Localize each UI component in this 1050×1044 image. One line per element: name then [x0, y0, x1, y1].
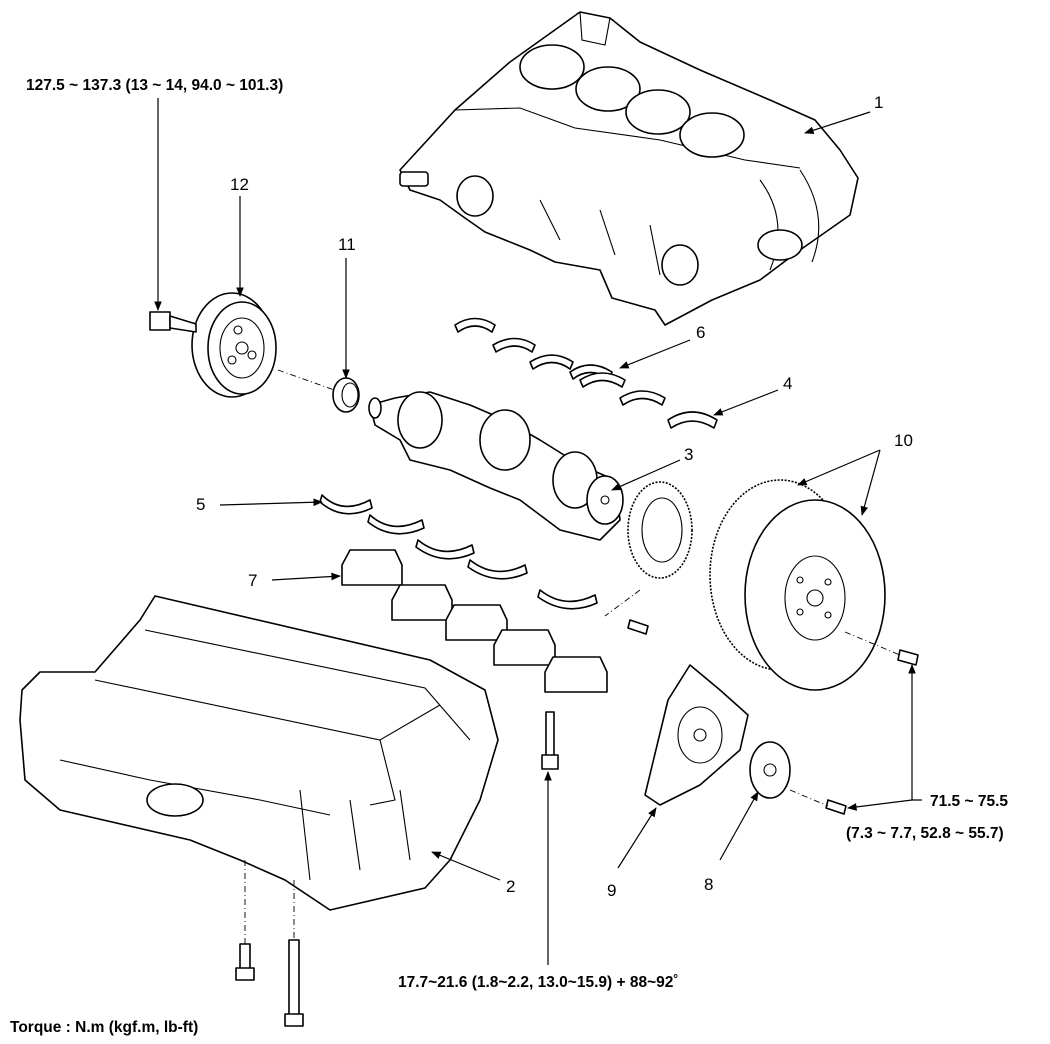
torque-units-note: Torque : N.m (kgf.m, lb-ft) — [10, 1019, 198, 1036]
adapter-plate — [749, 741, 791, 799]
ring-gear-bolt — [627, 619, 649, 635]
drive-ring-gear — [627, 481, 693, 579]
callout-10: 10 — [894, 431, 913, 450]
callout-2: 2 — [506, 877, 515, 896]
cylinder-block — [399, 11, 859, 326]
callout-5: 5 — [196, 495, 205, 514]
torque-flywheel-bolt-line1: 71.5 ~ 75.5 — [930, 793, 1008, 810]
crankshaft-sprocket — [332, 377, 360, 413]
crankshaft — [368, 391, 624, 541]
cylinder-bore-2 — [575, 66, 641, 112]
ladder-frame-bolts — [235, 939, 304, 1027]
callout-1: 1 — [874, 93, 883, 112]
callout-11: 11 — [338, 235, 356, 254]
cylinder-bore-1 — [519, 44, 585, 90]
crankshaft-pulley — [191, 292, 277, 398]
upper-main-bearings — [454, 317, 666, 406]
crankshaft-flange — [586, 475, 624, 525]
main-bearing-caps — [341, 549, 608, 693]
callout-12: 12 — [230, 175, 249, 194]
callout-4: 4 — [783, 374, 792, 393]
torque-main-cap-bolt: 17.7~21.6 (1.8~2.2, 13.0~15.9) + 88~92˚ — [398, 974, 679, 991]
callout-7: 7 — [248, 571, 257, 590]
flywheel-bolt — [897, 649, 919, 666]
thrust-bearing — [667, 411, 718, 429]
callout-8: 8 — [704, 875, 713, 894]
callout-labels: 1 2 3 4 5 6 7 8 9 10 11 12 — [196, 93, 913, 900]
main-cap-bolt — [541, 711, 559, 770]
torque-specs: 127.5 ~ 137.3 (13 ~ 14, 94.0 ~ 101.3) 71… — [10, 77, 1008, 1036]
torque-pulley-bolt: 127.5 ~ 137.3 (13 ~ 14, 94.0 ~ 101.3) — [26, 77, 283, 94]
drive-plate — [644, 664, 749, 806]
torque-flywheel-bolt-line2: (7.3 ~ 7.7, 52.8 ~ 55.7) — [846, 825, 1004, 842]
cylinder-bore-3 — [625, 89, 691, 135]
cylinder-bore-4 — [679, 112, 745, 158]
drive-plate-bolt — [825, 799, 847, 815]
pulley-bolt — [149, 311, 197, 333]
callout-9: 9 — [607, 881, 616, 900]
lower-main-bearings — [319, 494, 598, 610]
flywheel — [709, 479, 886, 691]
callout-6: 6 — [696, 323, 705, 342]
leader-lines — [154, 98, 922, 965]
callout-3: 3 — [684, 445, 693, 464]
ladder-frame — [19, 595, 499, 911]
